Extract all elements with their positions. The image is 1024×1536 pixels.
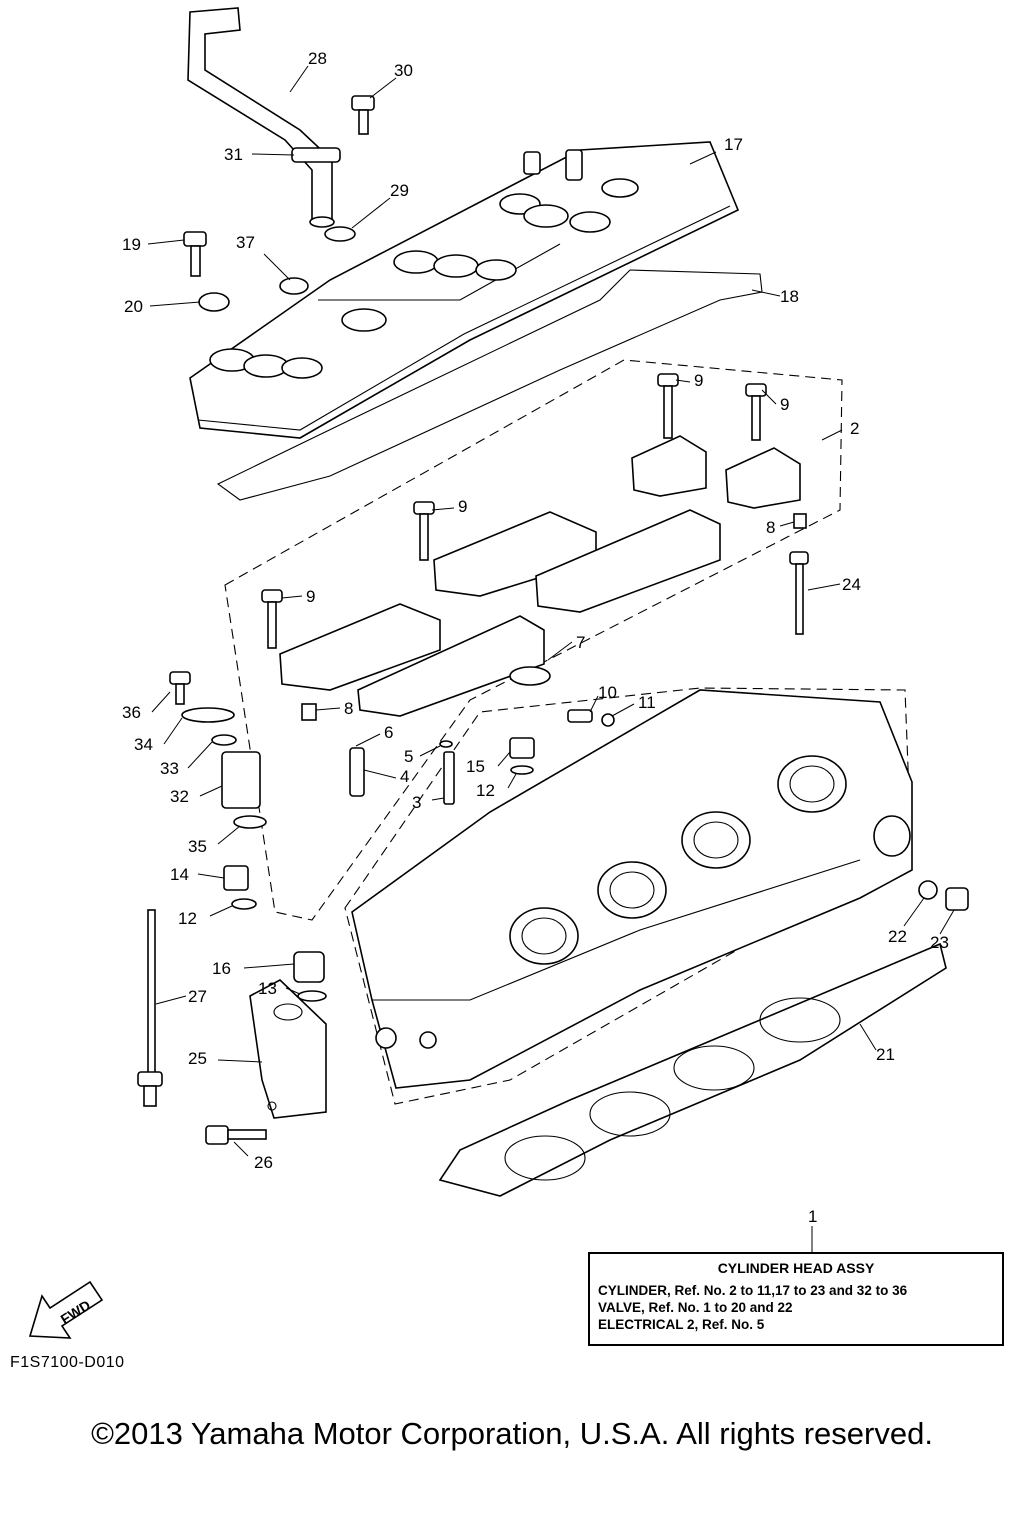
assembly-info-box: CYLINDER HEAD ASSY CYLINDER, Ref. No. 2 … xyxy=(588,1252,1004,1346)
head-gasket xyxy=(438,942,947,1197)
callout-13: 13 xyxy=(258,979,277,998)
callout-15: 15 xyxy=(466,757,485,776)
callout-29: 29 xyxy=(390,181,409,200)
callout-34: 34 xyxy=(134,735,153,754)
callout-labels: 1 2 3 4 5 6 7 8 8 9 9 9 9 10 11 12 12 13… xyxy=(122,49,949,1226)
cylinder-head-cover xyxy=(189,141,740,439)
bolt-30 xyxy=(351,95,375,135)
callout-9d: 9 xyxy=(306,587,315,606)
callout-31: 31 xyxy=(224,145,243,164)
callout-1: 1 xyxy=(808,1207,817,1226)
cable-tie-27 xyxy=(137,909,163,1107)
assembly-line-electrical: ELECTRICAL 2, Ref. No. 5 xyxy=(598,1317,765,1332)
callout-9c: 9 xyxy=(458,497,467,516)
camshaft-caps xyxy=(279,435,801,717)
callout-24: 24 xyxy=(842,575,861,594)
callout-30: 30 xyxy=(394,61,413,80)
callout-3: 3 xyxy=(412,793,421,812)
callout-23: 23 xyxy=(930,933,949,952)
callout-7: 7 xyxy=(576,633,585,652)
callout-9a: 9 xyxy=(694,371,703,390)
callout-22: 22 xyxy=(888,927,907,946)
callout-10: 10 xyxy=(598,683,617,702)
leader-lines xyxy=(147,65,955,1252)
small-parts xyxy=(169,666,969,1002)
callout-19: 19 xyxy=(122,235,141,254)
callout-18: 18 xyxy=(780,287,799,306)
callout-6: 6 xyxy=(384,723,393,742)
callout-17: 17 xyxy=(724,135,743,154)
dowel-8b xyxy=(301,703,317,721)
copyright-notice: ©2013 Yamaha Motor Corporation, U.S.A. A… xyxy=(91,1416,933,1451)
dowel-8a xyxy=(793,513,807,529)
callout-28: 28 xyxy=(308,49,327,68)
assembly-title: CYLINDER HEAD ASSY xyxy=(717,1260,875,1276)
callout-2: 2 xyxy=(850,419,859,438)
cylinder-head xyxy=(351,689,913,1089)
callout-9b: 9 xyxy=(780,395,789,414)
callout-26: 26 xyxy=(254,1153,273,1172)
callout-5: 5 xyxy=(404,747,413,766)
callout-35: 35 xyxy=(188,837,207,856)
callout-14: 14 xyxy=(170,865,189,884)
head-group-outline xyxy=(344,687,913,1105)
assembly-line-valve: VALVE, Ref. No. 1 to 20 and 22 xyxy=(598,1300,793,1315)
callout-16: 16 xyxy=(212,959,231,978)
callout-36: 36 xyxy=(122,703,141,722)
callout-12a: 12 xyxy=(476,781,495,800)
o-ring-29 xyxy=(324,226,356,242)
callout-32: 32 xyxy=(170,787,189,806)
figure-code: F1S7100-D010 xyxy=(10,1354,125,1371)
callout-8a: 8 xyxy=(766,518,775,537)
callout-25: 25 xyxy=(188,1049,207,1068)
callout-4: 4 xyxy=(400,767,409,786)
callout-20: 20 xyxy=(124,297,143,316)
bolt-26 xyxy=(205,1125,267,1145)
bolt-19 xyxy=(183,231,207,277)
callout-27: 27 xyxy=(188,987,207,1006)
callout-33: 33 xyxy=(160,759,179,778)
callout-37: 37 xyxy=(236,233,255,252)
callout-12b: 12 xyxy=(178,909,197,928)
bracket-25 xyxy=(249,979,327,1119)
grommet-20 xyxy=(198,292,230,312)
cap-group-outline xyxy=(224,359,843,921)
callout-11: 11 xyxy=(638,693,656,712)
callout-8b: 8 xyxy=(344,699,353,718)
fwd-arrow-icon: FWD xyxy=(28,1280,104,1339)
hose-clamp xyxy=(291,147,341,163)
breather-hose xyxy=(187,7,341,228)
plug-37 xyxy=(279,277,309,295)
assembly-line-cylinder: CYLINDER, Ref. No. 2 to 11,17 to 23 and … xyxy=(598,1283,908,1298)
callout-21: 21 xyxy=(876,1045,895,1064)
cap-bolts xyxy=(261,373,809,649)
